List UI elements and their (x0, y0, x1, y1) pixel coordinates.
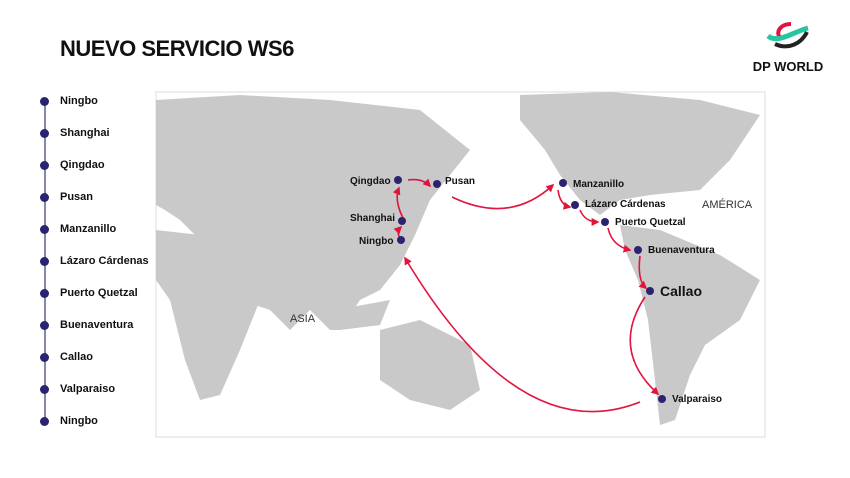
port-dot-shanghai (398, 217, 406, 225)
stop-label: Shanghai (60, 127, 110, 139)
stop-label: Callao (60, 351, 94, 363)
port-dot-valparaiso (658, 395, 666, 403)
region-label-america: AMÉRICA (702, 198, 753, 211)
port-label-qingdao: Qingdao (350, 176, 391, 187)
stop-label: Valparaiso (60, 383, 116, 395)
port-dot-callao (646, 287, 654, 295)
stop-dot-icon (40, 352, 49, 362)
port-dot-lazaro (571, 201, 579, 209)
port-label-ningbo: Ningbo (359, 236, 393, 247)
stop-dot-icon (40, 384, 49, 394)
route-stop: Ningbo (40, 415, 98, 427)
stop-label: Ningbo (60, 415, 98, 427)
page-title: NUEVO SERVICIO WS6 (60, 36, 294, 61)
route-stop: Puerto Quetzal (40, 287, 138, 299)
port-dot-qingdao (394, 176, 402, 184)
port-label-manzanillo: Manzanillo (573, 179, 624, 190)
landmass (156, 92, 760, 425)
stop-dot-icon (40, 96, 49, 106)
port-label-lazaro: Lázaro Cárdenas (585, 199, 666, 210)
route-stop: Lázaro Cárdenas (40, 255, 149, 267)
route-stop: Manzanillo (40, 223, 116, 235)
stop-label: Qingdao (60, 159, 105, 171)
stop-dot-icon (40, 256, 49, 266)
port-label-valparaiso: Valparaiso (672, 394, 722, 405)
port-label-pusan: Pusan (445, 176, 475, 187)
route-stop: Shanghai (40, 127, 110, 139)
stop-dot-icon (40, 224, 49, 234)
port-label-quetzal: Puerto Quetzal (615, 217, 686, 228)
route-stop: Ningbo (40, 95, 98, 107)
route-arrows (392, 178, 660, 413)
stop-dot-icon (40, 192, 49, 202)
stop-dot-icon (40, 416, 49, 426)
stop-label: Ningbo (60, 95, 98, 107)
stop-dot-icon (40, 320, 49, 330)
port-dot-ningbo (397, 236, 405, 244)
route-stop: Buenaventura (40, 319, 133, 331)
route-stop: Pusan (40, 191, 93, 203)
stop-dot-icon (40, 128, 49, 138)
port-dot-pusan (433, 180, 441, 188)
stop-label: Lázaro Cárdenas (60, 255, 149, 267)
port-dot-buenaventura (634, 246, 642, 254)
port-label-callao: Callao (660, 283, 702, 299)
stop-label: Puerto Quetzal (60, 287, 138, 299)
route-stop: Callao (40, 351, 93, 363)
logo-text: DP WORLD (752, 59, 824, 74)
route-stop: Qingdao (40, 159, 105, 171)
port-dot-manzanillo (559, 179, 567, 187)
logo-mark-icon (766, 22, 809, 49)
stop-label: Buenaventura (60, 319, 134, 331)
port-dot-quetzal (601, 218, 609, 226)
dp-world-logo: DP WORLD (748, 22, 828, 74)
stop-label: Manzanillo (60, 223, 117, 235)
stop-label: Pusan (60, 191, 94, 203)
route-stop: Valparaiso (40, 383, 115, 395)
region-label-asia: ASIA (290, 313, 316, 325)
port-label-buenaventura: Buenaventura (648, 245, 715, 256)
port-label-shanghai: Shanghai (350, 213, 395, 224)
stop-dot-icon (40, 160, 49, 170)
stop-dot-icon (40, 288, 49, 298)
